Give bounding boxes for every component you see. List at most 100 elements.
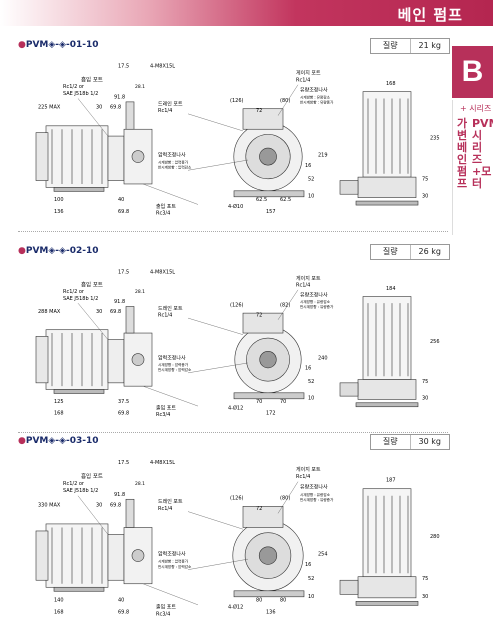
weight-value: 26 kg <box>418 247 441 256</box>
dim-label: 30 <box>96 502 102 508</box>
dim-label: 69.8 <box>110 309 121 315</box>
callout-lines <box>77 289 299 407</box>
dim-label: 시계방향 : 압력증가 <box>158 362 189 367</box>
dim-label: 40 <box>118 597 124 603</box>
dim-label: Rc1/2 or <box>63 84 85 90</box>
dim-label: 40 <box>118 197 124 203</box>
dim-label: 출입 포트 <box>156 404 176 411</box>
dim-label: Rc1/4 <box>158 312 172 318</box>
motor-drawing <box>35 306 153 394</box>
dim-label: 168 <box>54 410 64 416</box>
dim-label: 4-Ø12 <box>228 603 243 610</box>
dim-label: 219 <box>318 153 328 159</box>
dim-label: 62.5 <box>280 197 291 203</box>
side-strip <box>452 100 493 235</box>
dim-label: 168 <box>54 610 64 616</box>
dim-label: 69.8 <box>110 105 121 111</box>
dim-label: 52 <box>308 379 314 385</box>
dim-label: 69.8 <box>118 410 129 416</box>
dim-label: 게이지 포트 <box>296 466 321 473</box>
dim-label: Rc1/4 <box>296 77 310 83</box>
dim-label: 80 <box>256 597 262 603</box>
dim-label: 75 <box>422 576 428 582</box>
dim-label: 288 MAX <box>38 309 61 315</box>
dim-label: 17.5 <box>118 269 129 275</box>
dim-label: 69.8 <box>110 502 121 508</box>
dim-label: 70 <box>280 399 286 405</box>
dim-label: Rc1/4 <box>296 283 310 289</box>
dim-label: 52 <box>308 177 314 183</box>
spec-section: ●PVM◈-◈-02-10 질량 26 kg <box>18 244 450 426</box>
pump-front-drawing <box>233 108 305 198</box>
dim-label: (126) <box>230 495 243 501</box>
dim-label: 254 <box>318 552 328 558</box>
dim-label: (82) <box>280 302 290 308</box>
callout-lines <box>77 84 299 205</box>
weight-label: 질량 <box>371 39 411 53</box>
dim-label: Rc1/2 or <box>63 481 85 487</box>
dim-label: 225 MAX <box>38 105 61 111</box>
dim-label: 172 <box>266 410 276 416</box>
dim-label: Rc3/4 <box>156 211 170 217</box>
dim-label: 125 <box>54 399 64 405</box>
dim-label: 72 <box>256 108 262 114</box>
section-divider <box>18 231 448 232</box>
dim-label: 256 <box>430 339 440 345</box>
dim-label: 80 <box>280 597 286 603</box>
motor-side-drawing <box>339 488 419 606</box>
dim-label: 91.8 <box>114 94 125 100</box>
dim-label: 37.5 <box>118 399 129 405</box>
dim-label: 4-Ø12 <box>228 404 243 411</box>
dim-label: SAE J518b 1/2 <box>63 91 98 97</box>
dim-label: Rc3/4 <box>156 412 170 418</box>
dim-label: 유량조정나사 <box>300 292 328 299</box>
callout-lines <box>77 481 299 606</box>
dim-label: 반시계방향 : 압력감소 <box>158 165 192 170</box>
side-text-b: PVM시리즈+모터 <box>472 117 493 190</box>
dim-label: 게이지 포트 <box>296 70 321 77</box>
dim-label: 168 <box>386 81 396 87</box>
dim-label: Rc1/4 <box>296 474 310 480</box>
dim-label: 16 <box>305 163 311 169</box>
dim-label: 흡입 포트 <box>81 75 103 83</box>
weight-box: 질량 21 kg <box>370 38 450 54</box>
dim-label: 반시계방향 : 유량증가 <box>300 304 334 309</box>
dim-label: 30 <box>96 309 102 315</box>
dim-label: 유량조정나사 <box>300 484 328 491</box>
dim-label: 28.1 <box>135 289 145 295</box>
dim-label: 69.8 <box>118 209 129 215</box>
motor-side-drawing <box>339 296 419 408</box>
dim-label: 유량조정나사 <box>300 87 328 94</box>
dim-label: (126) <box>230 98 243 104</box>
pump-front-drawing <box>232 506 305 598</box>
dim-label: Rc1/4 <box>158 108 172 114</box>
spec-section: ●PVM◈-◈-01-10 질량 21 kg <box>18 38 450 225</box>
dim-label: 게이지 포트 <box>296 275 321 282</box>
dim-label: 62.5 <box>256 197 267 203</box>
dim-label: 235 <box>430 136 440 142</box>
dim-label: 압력조정나사 <box>158 152 186 159</box>
dim-label: 흡입 포트 <box>81 472 103 480</box>
dim-label: 69.8 <box>118 610 129 616</box>
dim-label: 4-M8X15L <box>150 269 175 275</box>
dim-label: 75 <box>422 177 428 183</box>
dim-label: 16 <box>305 366 311 372</box>
dim-label: 30 <box>422 395 428 401</box>
spec-section: ●PVM◈-◈-03-10 질량 30 kg <box>18 434 450 626</box>
dim-label: 72 <box>256 506 262 512</box>
dim-label: Rc3/4 <box>156 611 170 617</box>
dim-label: 반시계방향 : 압력감소 <box>158 564 192 569</box>
weight-value: 30 kg <box>418 437 441 446</box>
side-tab-letter: B <box>452 46 493 98</box>
dim-label: 17.5 <box>118 64 129 70</box>
dim-label: 반시계방향 : 유량증가 <box>300 100 334 105</box>
dim-label: Rc1/4 <box>158 506 172 512</box>
weight-label: 질량 <box>371 245 411 259</box>
dim-label: 184 <box>386 286 396 292</box>
dim-label: 70 <box>256 399 262 405</box>
pump-front-drawing <box>233 312 305 400</box>
dim-label: 시계방향 : 유량감소 <box>300 94 331 99</box>
dim-label: 반시계방향 : 유량증가 <box>300 497 334 502</box>
